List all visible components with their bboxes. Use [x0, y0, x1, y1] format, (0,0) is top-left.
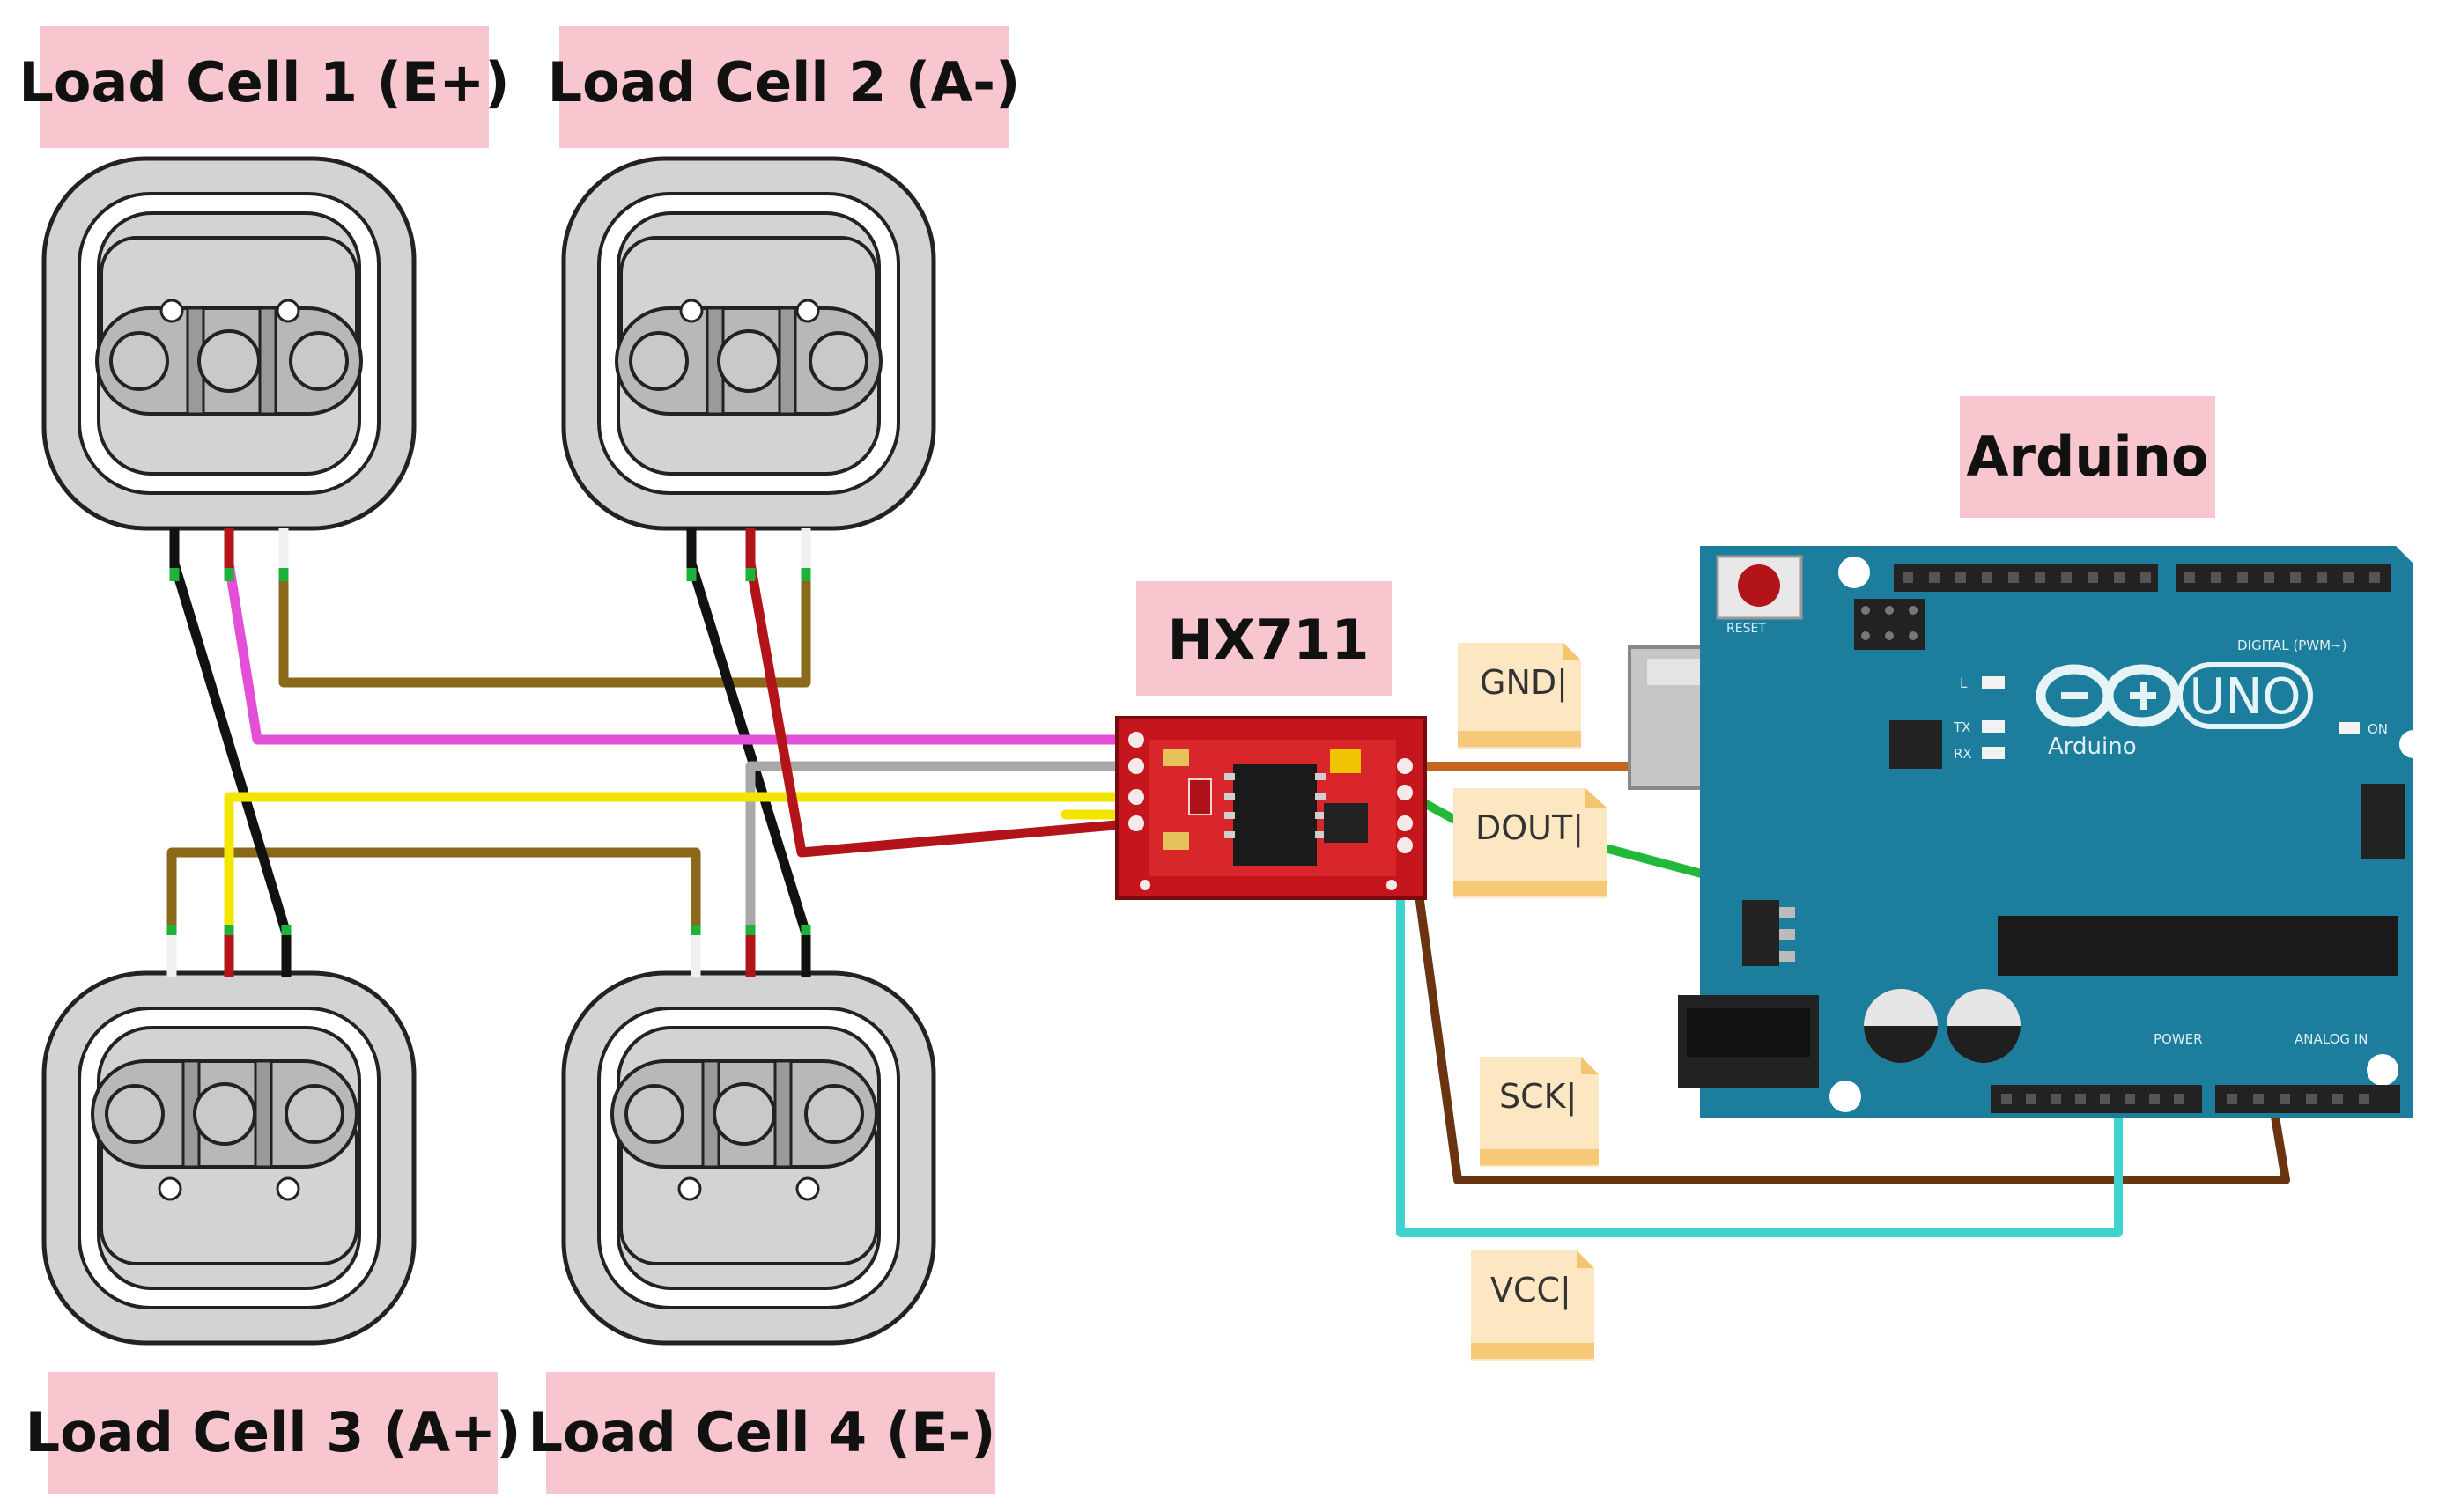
- load-cell-3: [44, 973, 414, 1343]
- load-cell-1-label-text: Load Cell 1 (E+): [18, 50, 509, 114]
- analog-silk: ANALOG IN: [2295, 1031, 2368, 1047]
- arduino-label: Arduino: [1960, 396, 2215, 518]
- wire-magenta: [224, 527, 1142, 745]
- load-cell-2-label-text: Load Cell 2 (A-): [548, 50, 1021, 114]
- load-cell-4-label: Load Cell 4 (E-): [528, 1372, 996, 1494]
- on-silk: ON: [2368, 721, 2388, 737]
- load-cell-2: [564, 159, 934, 528]
- note-gnd-text: GND|: [1480, 663, 1568, 703]
- rx-silk: RX: [1954, 746, 1972, 762]
- load-cell-3-label: Load Cell 3 (A+): [26, 1372, 521, 1494]
- note-sck-text: SCK|: [1499, 1077, 1577, 1117]
- note-vcc: VCC|: [1471, 1250, 1594, 1361]
- load-cell-4: [564, 973, 934, 1343]
- note-vcc-text: VCC|: [1490, 1271, 1571, 1310]
- load-cell-2-label: Load Cell 2 (A-): [548, 26, 1021, 148]
- load-cell-leads: [166, 528, 811, 977]
- tx-silk: TX: [1953, 719, 1970, 735]
- note-dout: DOUT|: [1453, 788, 1607, 898]
- power-silk: POWER: [2154, 1031, 2203, 1047]
- note-gnd: GND|: [1458, 643, 1581, 749]
- load-cell-1: [44, 159, 414, 528]
- hx711-board: [1115, 716, 1427, 900]
- load-cell-3-label-text: Load Cell 3 (A+): [26, 1400, 521, 1464]
- l-led-silk: L: [1960, 675, 1968, 691]
- load-cell-4-label-text: Load Cell 4 (E-): [528, 1400, 995, 1464]
- arduino-brand-silk: Arduino: [2048, 734, 2137, 760]
- wire-cyan-vcc: [1396, 841, 2123, 1237]
- digital-silk: DIGITAL (PWM~): [2237, 638, 2347, 653]
- wire-olive-bottom: [166, 847, 701, 939]
- note-dout-text: DOUT|: [1475, 808, 1584, 848]
- wire-olive-top: [278, 565, 811, 688]
- note-sck: SCK|: [1480, 1057, 1599, 1167]
- arduino-label-text: Arduino: [1966, 424, 2208, 489]
- reset-silk: RESET: [1726, 622, 1766, 636]
- hx711-label: HX711: [1136, 581, 1392, 696]
- arduino-infinity-logo: [2036, 664, 2181, 727]
- load-cell-1-label: Load Cell 1 (E+): [18, 26, 510, 148]
- arduino-board: RESET DIGITAL (PWM~) L TX RX: [1628, 546, 2428, 1118]
- hx711-label-text: HX711: [1167, 608, 1369, 672]
- wire-gray: [745, 761, 1142, 939]
- wire-brown-sck: [1405, 819, 2290, 1184]
- wire-yellow: [224, 792, 1142, 939]
- uno-logo-text: UNO: [2190, 668, 2302, 726]
